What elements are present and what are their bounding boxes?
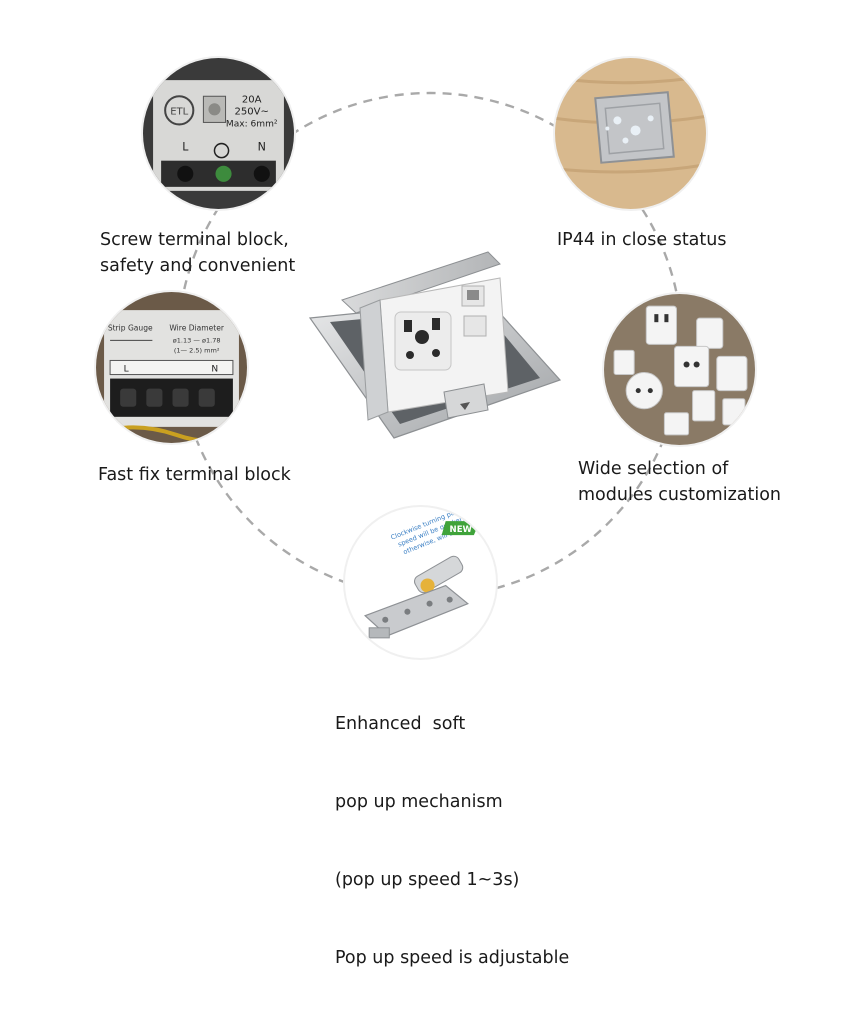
strip-gauge-text: Strip Gauge (108, 323, 153, 332)
modules-selection-photo (604, 294, 755, 445)
neutral-terminal-label: N (211, 365, 218, 375)
caption-line: Screw terminal block, (100, 230, 289, 250)
caption-line: IP44 in close status (557, 230, 727, 250)
wire-area-text: (1— 2.5) mm² (174, 346, 220, 354)
live-terminal-label: L (124, 365, 129, 375)
rating-current-text: 20A (242, 94, 262, 105)
caption-line: Pop up speed is adjustable (335, 948, 570, 968)
caption-line: (pop up speed 1~3s) (335, 870, 520, 890)
pop-up-mechanism-photo: Clockwise turning pop up speed will be q… (345, 507, 496, 658)
caption-line: Wide selection of (578, 459, 729, 479)
caption-line: Enhanced soft (335, 714, 466, 734)
product-feature-infographic: ETL 20A 250V~ Max: 6mm² L N (96, 58, 781, 968)
caption-line: safety and convenient (100, 256, 296, 276)
caption-ip44: IP44 in close status (557, 227, 726, 253)
svg-text:ETL: ETL (170, 106, 188, 117)
max-wire-text: Max: 6mm² (226, 119, 278, 129)
caption-line: pop up mechanism (335, 792, 503, 812)
live-terminal-label: L (182, 141, 189, 154)
fast-fix-terminal-photo: Strip Gauge Wire Diameter ø1.13 — ø1.78 … (96, 292, 247, 443)
caption-screw-terminal: Screw terminal block, safety and conveni… (100, 227, 295, 279)
caption-modules: Wide selection of modules customization (578, 456, 781, 508)
wire-diameter-text: Wire Diameter (169, 323, 225, 332)
caption-pop-up: Enhanced soft pop up mechanism (pop up s… (335, 659, 569, 1023)
caption-line: modules customization (578, 485, 782, 505)
rating-voltage-text: 250V~ (234, 106, 268, 117)
new-badge: NEW (450, 525, 473, 535)
ip44-lid-photo (555, 58, 706, 209)
floor-socket-product (308, 251, 562, 439)
caption-line: Fast fix terminal block (98, 465, 291, 485)
caption-fast-fix: Fast fix terminal block (98, 462, 291, 488)
screw-terminal-photo: ETL 20A 250V~ Max: 6mm² L N (143, 58, 294, 209)
neutral-terminal-label: N (258, 141, 266, 154)
wire-range-text: ø1.13 — ø1.78 (173, 336, 221, 344)
